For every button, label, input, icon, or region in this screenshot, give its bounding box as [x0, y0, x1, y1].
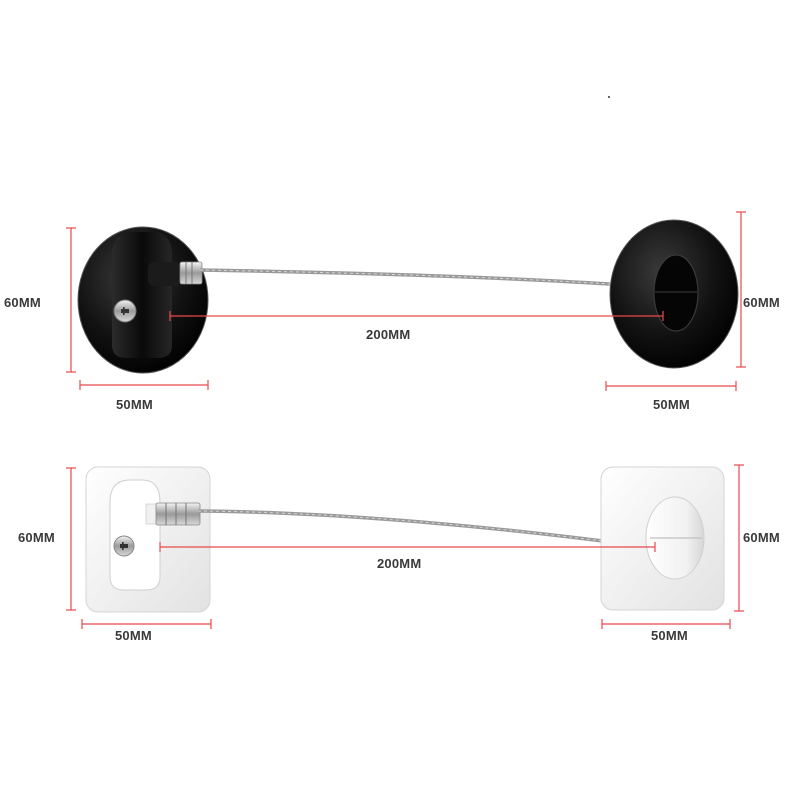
- black-height-left-label: 60MM: [4, 295, 41, 310]
- black-height-right-label: 60MM: [743, 295, 780, 310]
- white-width-left-label: 50MM: [115, 628, 152, 643]
- white-width-right-label: 50MM: [651, 628, 688, 643]
- black-lock-set: [77, 219, 739, 374]
- white-cable-length-label: 200MM: [377, 556, 422, 571]
- black-cable-length-label: 200MM: [366, 327, 411, 342]
- black-steel-cable: [199, 268, 611, 286]
- white-steel-cable: [197, 509, 657, 550]
- black-lock-body: [77, 226, 209, 374]
- black-receiver: [609, 219, 739, 369]
- black-width-left-label: 50MM: [116, 397, 153, 412]
- white-lock-body: [85, 466, 211, 613]
- white-height-right-label: 60MM: [743, 530, 780, 545]
- white-cable-ferrule: [155, 502, 201, 526]
- white-dimension-lines: [66, 464, 744, 629]
- black-cable-ferrule: [179, 261, 203, 285]
- white-height-left-label: 60MM: [18, 530, 55, 545]
- white-lock-set: [85, 466, 725, 613]
- white-receiver: [600, 466, 725, 611]
- black-width-right-label: 50MM: [653, 397, 690, 412]
- black-dimension-lines: [66, 211, 746, 391]
